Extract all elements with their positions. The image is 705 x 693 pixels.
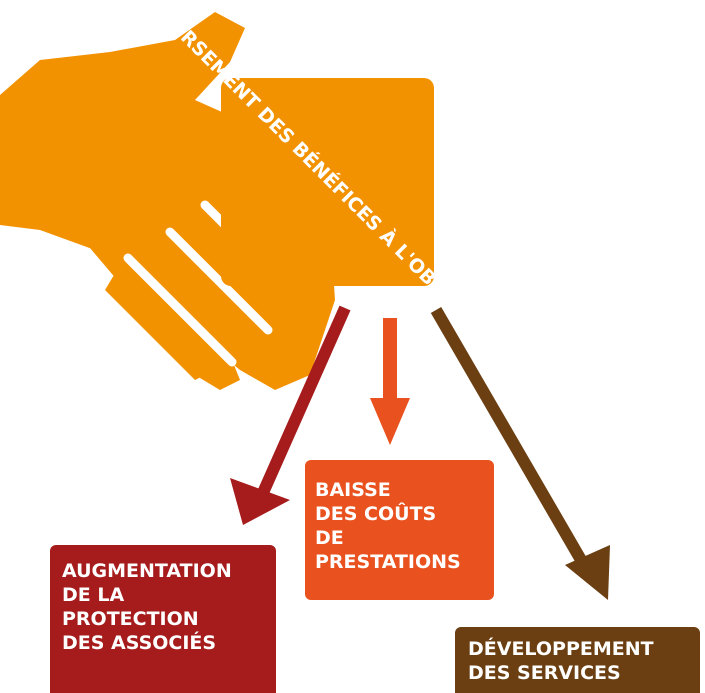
outcome-costs-box: BAISSE DES COÛTS DE PRESTATIONS (305, 460, 494, 600)
outcome-line: DES COÛTS (315, 503, 437, 525)
outcome-line: DÉVELOPPEMENT (468, 638, 654, 660)
outcome-line: DES SERVICES (468, 662, 621, 684)
outcome-line: BAISSE (315, 479, 391, 501)
arrow-down-right-icon (430, 306, 610, 600)
arrow-down-left-icon (230, 305, 351, 525)
outcome-line: DES ASSOCIÉS (62, 632, 217, 654)
outcome-line: PRESTATIONS (315, 551, 461, 573)
outcome-line: PROTECTION (62, 608, 199, 630)
outcome-line: AUGMENTATION (62, 560, 232, 582)
arrow-down-icon (370, 318, 410, 445)
outcome-services-box: DÉVELOPPEMENT DES SERVICES (455, 627, 700, 693)
outcome-line: DE (315, 527, 344, 549)
benefit-card (221, 78, 434, 286)
outcome-protection-box: AUGMENTATION DE LA PROTECTION DES ASSOCI… (50, 545, 276, 693)
outcome-line: DE LA (62, 584, 125, 606)
